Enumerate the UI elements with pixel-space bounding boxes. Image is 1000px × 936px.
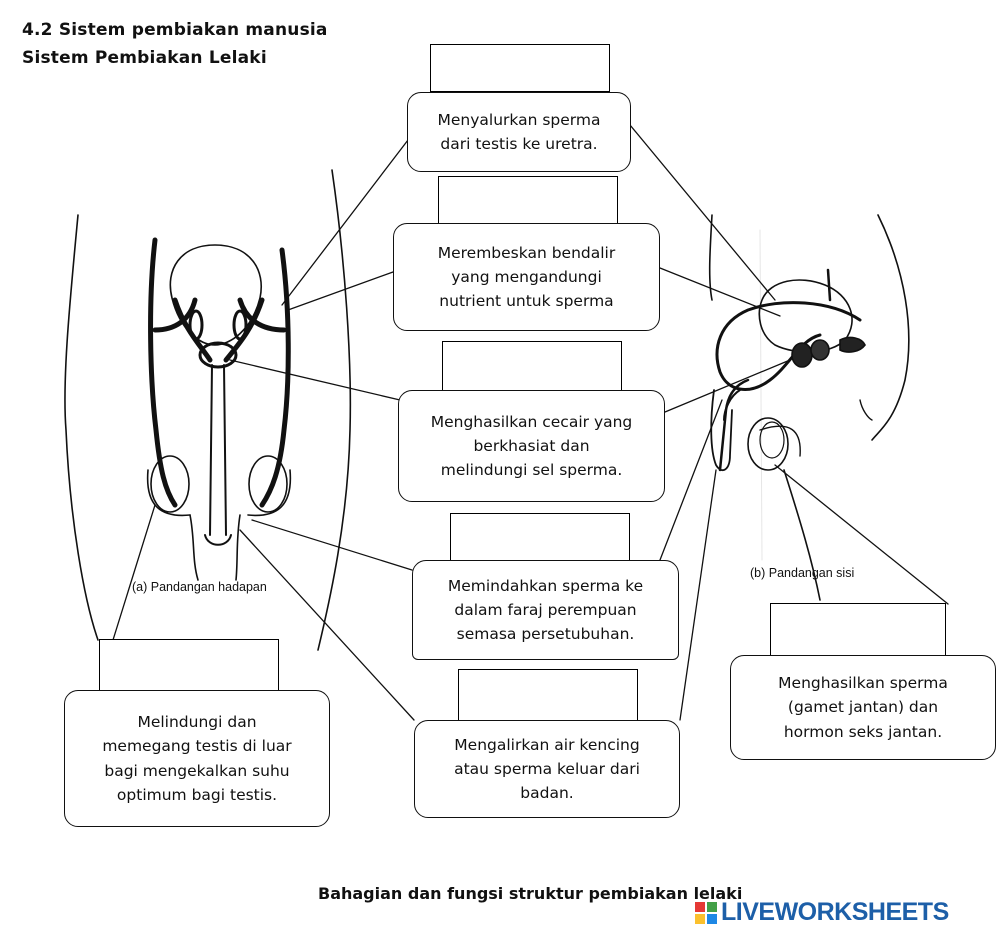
front-bladder bbox=[169, 244, 262, 346]
front-body-right-outline bbox=[317, 169, 352, 651]
side-vas-deferens bbox=[715, 301, 862, 391]
connector-lines bbox=[112, 124, 949, 721]
front-vas-deferens-left bbox=[148, 237, 178, 508]
side-leg bbox=[783, 469, 821, 601]
liveworksheets-logo: LIVEWORKSHEETS bbox=[695, 898, 949, 927]
front-body-left-outline bbox=[64, 214, 99, 641]
side-testis bbox=[747, 417, 789, 471]
caption-front-view: (a) Pandangan hadapan bbox=[132, 580, 267, 594]
answer-box-seminal-vesicle[interactable] bbox=[438, 176, 618, 232]
logo-text: LIVEWORKSHEETS bbox=[721, 898, 949, 926]
front-urethra bbox=[209, 364, 227, 536]
answer-box-scrotum[interactable] bbox=[99, 639, 279, 697]
logo-squares-icon bbox=[695, 901, 717, 924]
page-subtitle: Sistem Pembiakan Lelaki bbox=[22, 48, 267, 68]
side-prostate bbox=[810, 339, 830, 361]
front-scrotum bbox=[146, 469, 292, 517]
answer-box-testis[interactable] bbox=[770, 603, 946, 661]
answer-box-urethra[interactable] bbox=[458, 669, 638, 728]
side-body-front bbox=[708, 214, 713, 301]
front-prostate bbox=[198, 341, 238, 369]
page-title: 4.2 Sistem pembiakan manusia bbox=[22, 20, 328, 40]
front-seminal-vesicle-right bbox=[232, 309, 248, 341]
answer-box-prostate[interactable] bbox=[442, 341, 622, 398]
front-thigh-left bbox=[189, 514, 199, 581]
figure-caption: Bahagian dan fungsi struktur pembiakan l… bbox=[318, 884, 743, 903]
front-testis-right bbox=[248, 455, 288, 513]
front-vas-deferens-right bbox=[259, 247, 291, 508]
side-penis bbox=[710, 389, 733, 472]
answer-box-vas-deferens[interactable] bbox=[430, 44, 610, 92]
caption-side-view: (b) Pandangan sisi bbox=[750, 566, 855, 580]
side-body-back bbox=[871, 214, 910, 441]
front-seminal-vesicle-left bbox=[188, 309, 204, 341]
side-seminal-vesicle bbox=[791, 342, 813, 368]
front-thigh-right bbox=[235, 514, 241, 581]
front-testis-left bbox=[150, 455, 190, 513]
